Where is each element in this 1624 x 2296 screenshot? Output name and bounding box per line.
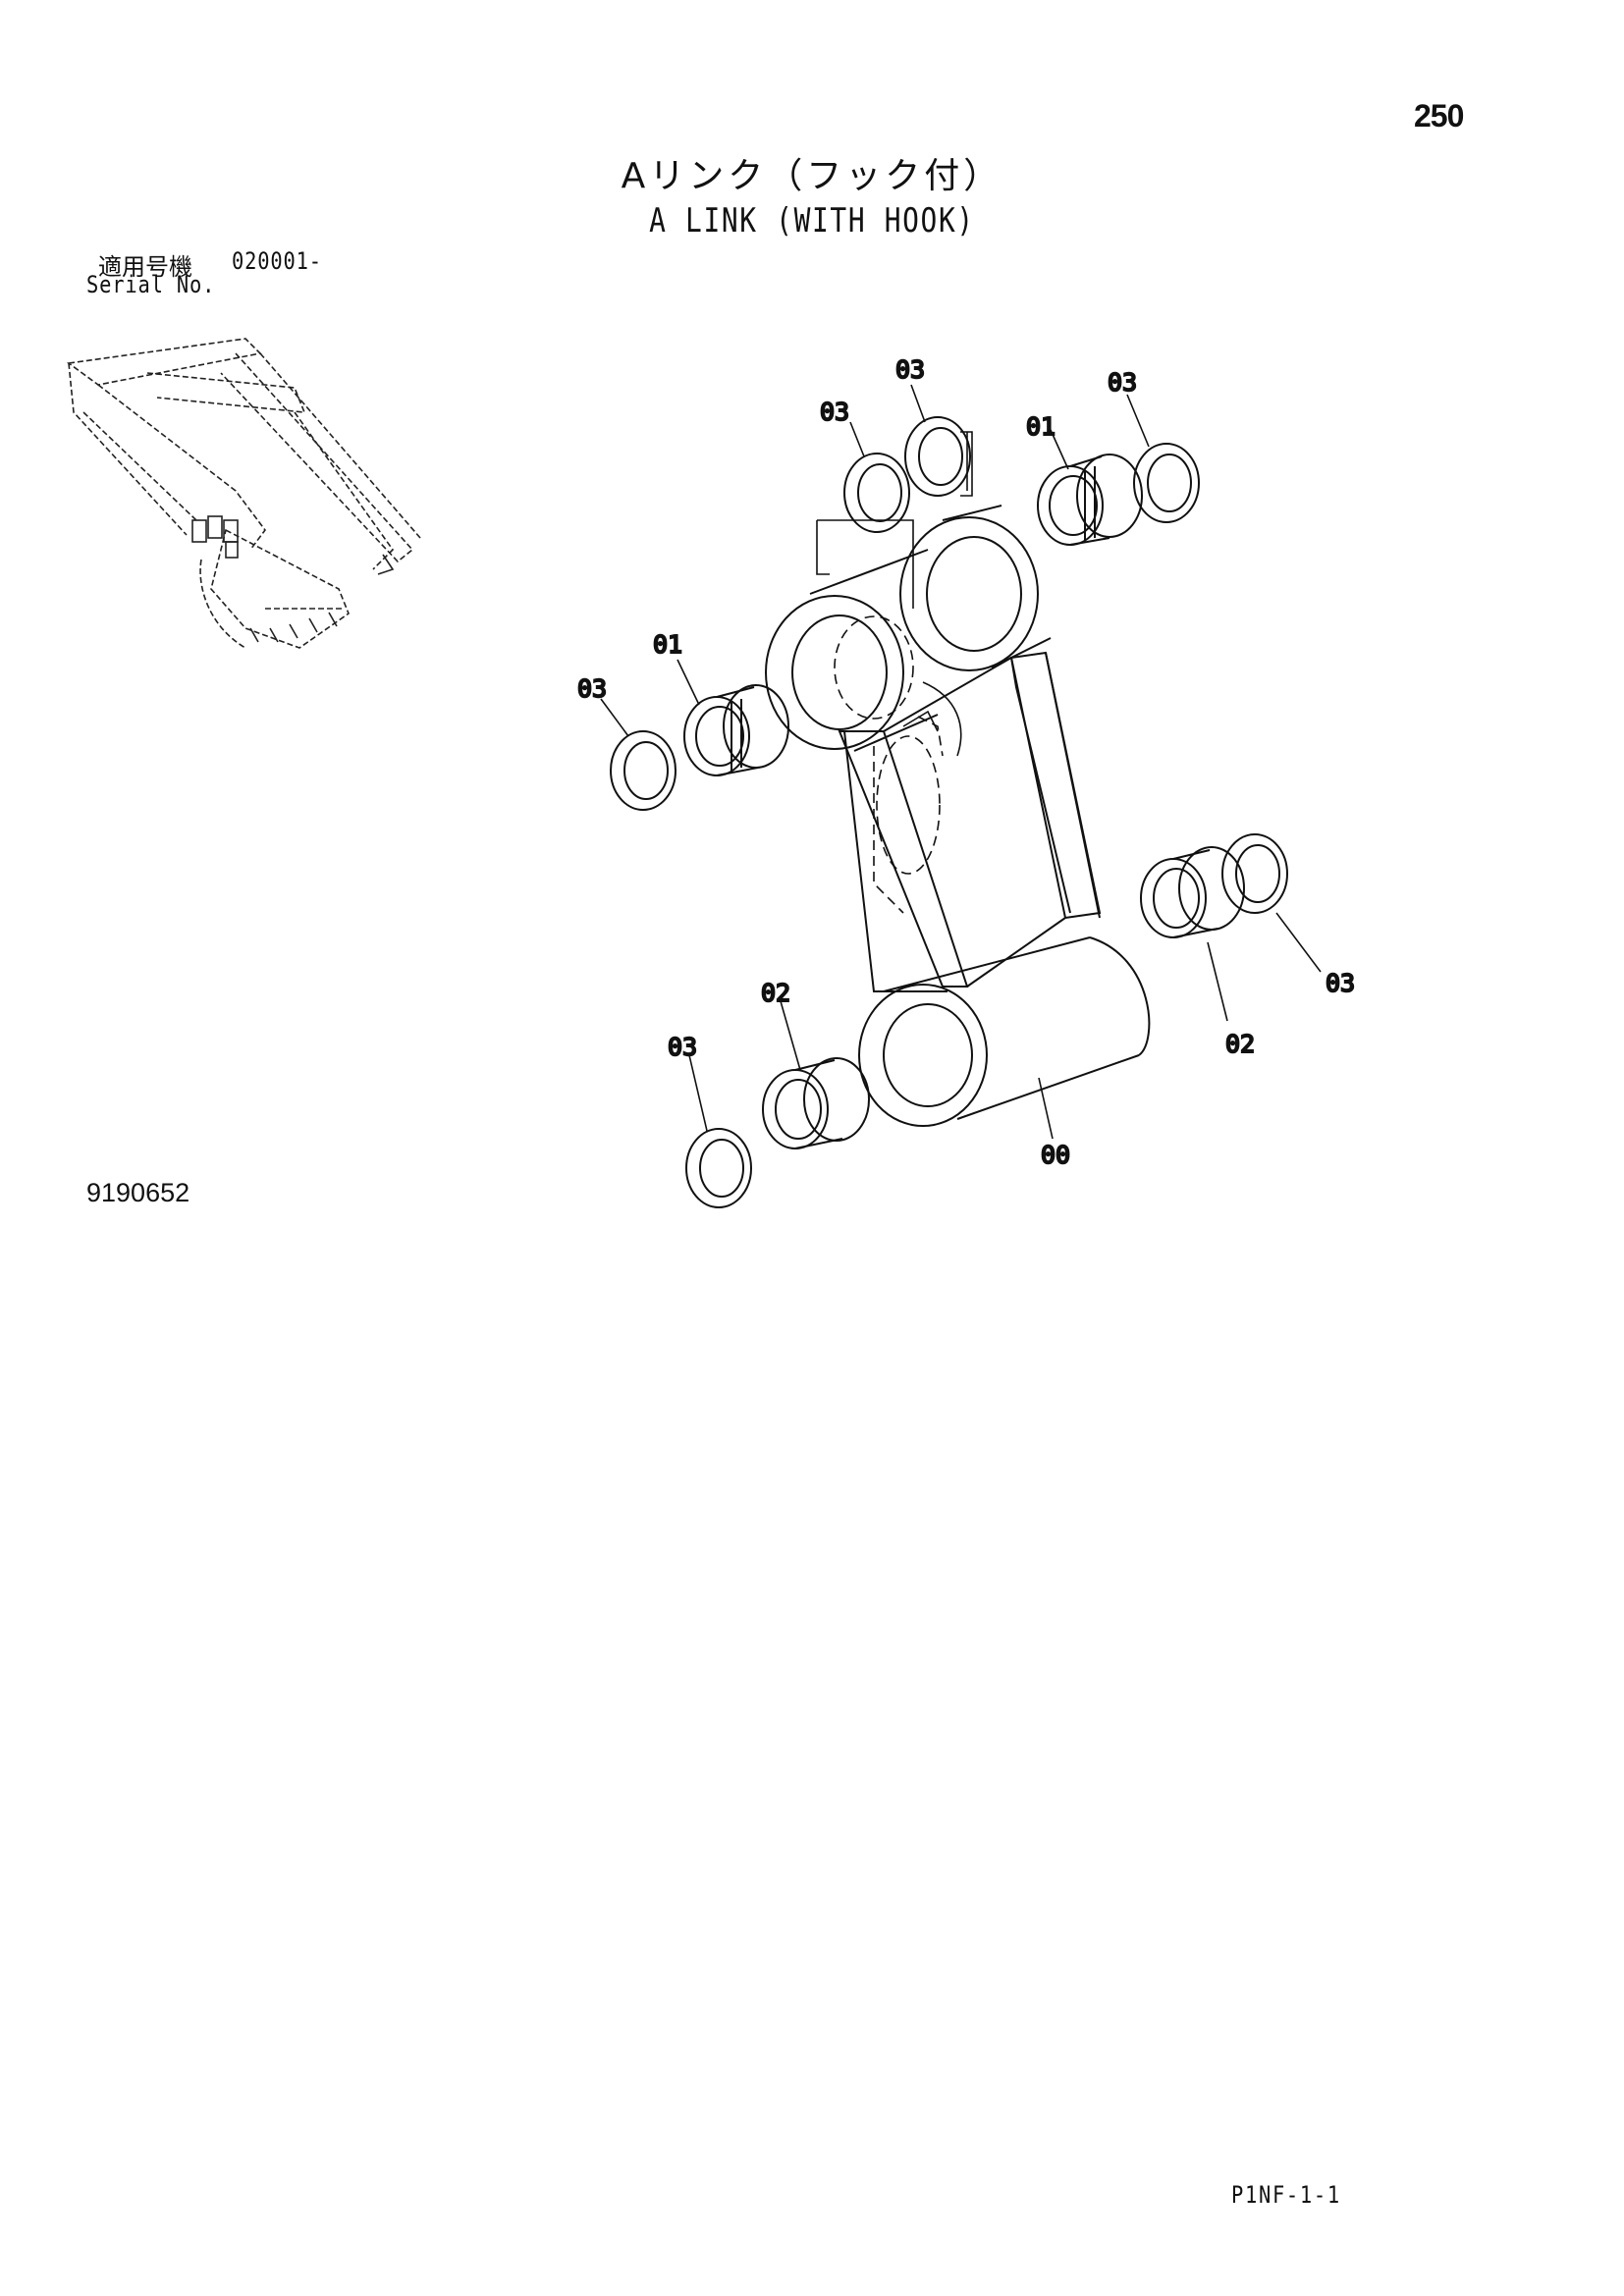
callout-03-bottom-right: 03: [1326, 969, 1355, 997]
bushing-02-bottom-left: [762, 1057, 870, 1149]
washer-03-top-mid: [904, 416, 973, 497]
callout-01-left: 01: [653, 630, 682, 659]
page-number: 250: [1414, 98, 1464, 133]
page-title-english: A LINK (WITH HOOK): [649, 201, 975, 240]
callout-03-top-left: 03: [820, 398, 849, 426]
page-title-japanese: Aリンク（フック付）: [621, 156, 1003, 196]
callout-01-top: 01: [1026, 412, 1056, 441]
callout-03-top-mid: 03: [895, 355, 925, 384]
bushing-01-left: [683, 684, 789, 776]
footer-code: P1NF-1-1: [1231, 2181, 1341, 2209]
bushing-01-upper: [1037, 454, 1143, 546]
bushing-02-bottom-right: [1140, 846, 1245, 938]
washer-03-left: [610, 730, 677, 811]
callout-03-bottom-left: 03: [668, 1033, 697, 1061]
callout-02-bottom-right: 02: [1225, 1030, 1255, 1058]
callout-03-top-right: 03: [1108, 368, 1137, 397]
serial-label-english: Serial No.: [86, 271, 216, 298]
washer-03-top-left: [843, 453, 910, 533]
washer-03-bottom-left: [685, 1128, 752, 1208]
serial-label-japanese: 適用号機: [98, 253, 192, 281]
callout-03-left: 03: [577, 674, 607, 703]
washer-03-top-right: [1133, 443, 1200, 523]
lower-boss: [858, 936, 1151, 1127]
callout-00: 00: [1041, 1141, 1070, 1169]
link-body: [838, 651, 1102, 992]
washer-03-bottom-right: [1221, 833, 1288, 914]
drawing-number: 9190652: [86, 1178, 190, 1207]
serial-number-value: 020001-: [232, 247, 322, 275]
callout-02-bottom-left: 02: [761, 979, 790, 1007]
upper-boss-right: [899, 505, 1052, 671]
